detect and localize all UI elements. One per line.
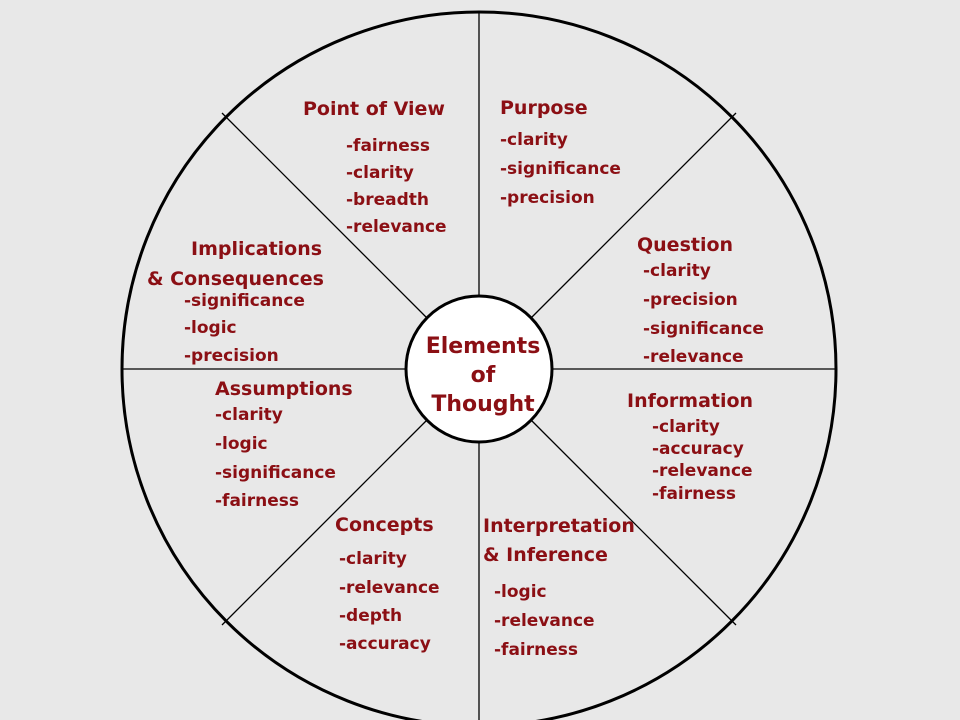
concepts-standard: -clarity (339, 549, 407, 569)
interpretation-title: Interpretation (483, 515, 635, 537)
implications-standard: -precision (184, 346, 279, 366)
spoke-bottom-right (530, 419, 737, 626)
center-title-line: Thought (431, 392, 535, 417)
implications-standard: -significance (184, 291, 305, 311)
purpose-standard: -precision (500, 188, 595, 208)
question-standard: -significance (643, 319, 764, 339)
implications-title: & Consequences (147, 268, 324, 290)
question-title: Question (637, 234, 734, 256)
interpretation-title: & Inference (483, 544, 608, 566)
spoke-top-left (221, 112, 428, 319)
interpretation-standard: -relevance (494, 611, 595, 631)
information-standard: -accuracy (652, 439, 744, 459)
concepts-standard: -relevance (339, 578, 440, 598)
point-of-view-standard: -breadth (346, 190, 430, 210)
information-standard: -clarity (652, 417, 720, 437)
information-standard: -fairness (652, 484, 737, 504)
spoke-bottom-left (221, 419, 428, 626)
implications-title: Implications (191, 238, 323, 260)
center-title: Elements of Thought (420, 332, 546, 419)
concepts-standard: -accuracy (339, 634, 431, 654)
point-of-view-standard: -relevance (346, 217, 447, 237)
assumptions-standard: -logic (215, 434, 268, 454)
question-standard: -precision (643, 290, 738, 310)
center-title-line: of (470, 363, 496, 388)
purpose-standard: -clarity (500, 130, 568, 150)
question-standard: -clarity (643, 261, 711, 281)
question-standard: -relevance (643, 347, 744, 367)
purpose-title: Purpose (500, 97, 588, 119)
assumptions-standard: -significance (215, 463, 336, 483)
center-title-line: Elements (425, 334, 541, 359)
point-of-view-standard: -clarity (346, 163, 414, 183)
center-circle (404, 294, 554, 444)
information-standard: -relevance (652, 461, 753, 481)
concepts-title: Concepts (335, 514, 434, 536)
interpretation-standard: -logic (494, 582, 547, 602)
concepts-standard: -depth (339, 606, 403, 626)
point-of-view-standard: -fairness (346, 136, 431, 156)
information-title: Information (627, 390, 754, 412)
spoke-top-right (530, 112, 737, 319)
interpretation-standard: -fairness (494, 640, 579, 660)
implications-standard: -logic (184, 318, 237, 338)
assumptions-standard: -clarity (215, 405, 283, 425)
assumptions-standard: -fairness (215, 491, 300, 511)
assumptions-title: Assumptions (215, 378, 353, 400)
purpose-standard: -significance (500, 159, 621, 179)
point-of-view-title: Point of View (303, 98, 445, 120)
